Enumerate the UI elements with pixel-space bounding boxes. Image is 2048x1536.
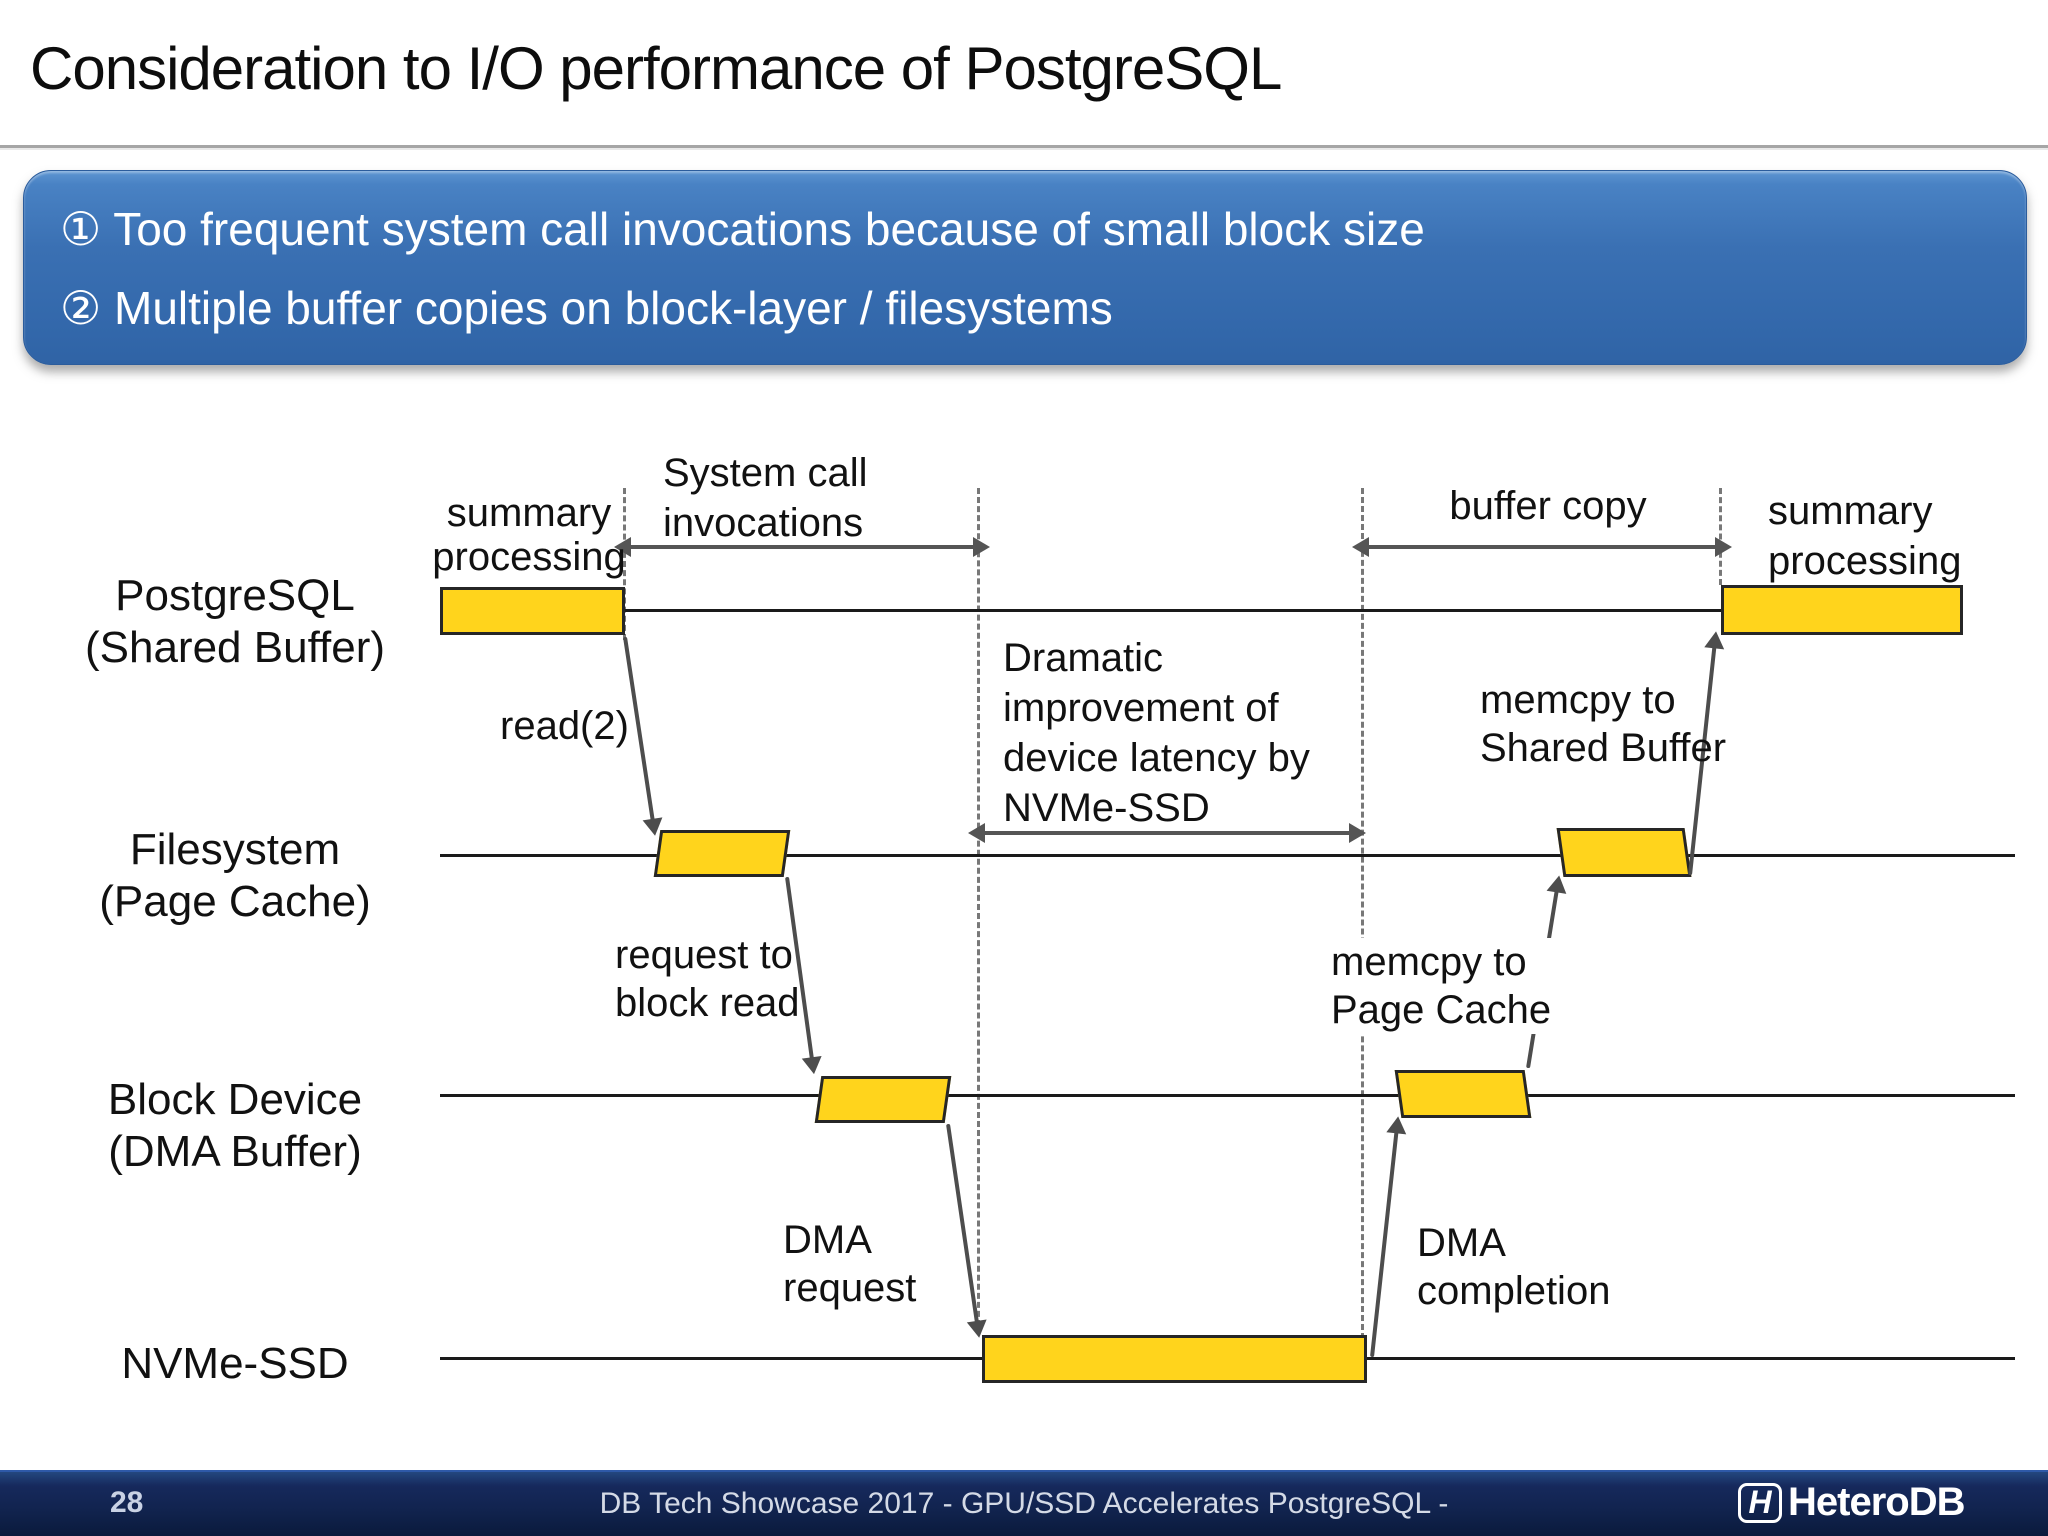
- annotation-line: NVMe-SSD: [1003, 786, 1210, 830]
- title-separator: [0, 145, 2048, 148]
- annotation-memcpy-shared-buffer: memcpy to Shared Buffer: [1480, 676, 1726, 772]
- page-number: 28: [110, 1486, 144, 1519]
- annotation-line: processing: [1768, 539, 1962, 583]
- annotation-line: summary: [446, 491, 612, 535]
- annotation-line: block read: [615, 981, 800, 1025]
- annotation-line: Dramatic: [1003, 636, 1164, 680]
- footer-bar: 28 DB Tech Showcase 2017 - GPU/SSD Accel…: [0, 1470, 2048, 1536]
- buffer-copy-span-arrow: [1367, 545, 1717, 549]
- page-title: Consideration to I/O performance of Post…: [30, 35, 1282, 102]
- annotation-dma-completion: DMA completion: [1417, 1219, 1610, 1315]
- system-call-span-arrow: [629, 545, 975, 549]
- timeline-filesystem: [440, 854, 2015, 857]
- annotation-line: DMA: [1417, 1221, 1506, 1265]
- footer-caption: DB Tech Showcase 2017 - GPU/SSD Accelera…: [599, 1487, 1449, 1520]
- lane-label-line: PostgreSQL: [115, 571, 355, 620]
- lane-label-line: NVMe-SSD: [121, 1339, 349, 1388]
- activity-dma-buffer-right: [1394, 1070, 1532, 1118]
- title-separator-shadow: [0, 148, 2048, 150]
- lane-label-nvme-ssd: NVMe-SSD: [30, 1338, 440, 1390]
- heterodb-logo-icon: H: [1738, 1482, 1782, 1523]
- annotation-buffer-copy: buffer copy: [1449, 484, 1647, 528]
- annotation-line: completion: [1417, 1269, 1611, 1313]
- timeline-block-device: [440, 1094, 2015, 1097]
- arrow-dma-completion-up: [1370, 1131, 1399, 1358]
- key-points-callout: ① Too frequent system call invocations b…: [23, 170, 2027, 365]
- device-latency-span-arrow: [983, 831, 1351, 835]
- activity-nvme-ssd: [982, 1335, 1367, 1383]
- annotation-read2: read(2): [500, 704, 629, 748]
- activity-summary-processing-right: [1721, 585, 1963, 635]
- annotation-line: improvement of: [1003, 686, 1279, 730]
- annotation-line: memcpy to: [1331, 940, 1527, 984]
- dashed-guide-3: [1361, 488, 1364, 1357]
- arrow-dma-request-down: [946, 1123, 979, 1324]
- annotation-line: memcpy to: [1480, 678, 1676, 722]
- lane-label-postgresql: PostgreSQL (Shared Buffer): [30, 570, 440, 674]
- activity-page-cache-left: [653, 830, 791, 877]
- lane-label-line: (DMA Buffer): [108, 1127, 362, 1176]
- annotation-line: DMA: [783, 1218, 872, 1262]
- annotation-line: device latency by: [1003, 736, 1310, 780]
- dashed-guide-2: [977, 488, 980, 1335]
- dashed-guide-1: [623, 488, 626, 640]
- annotation-line: Page Cache: [1331, 988, 1552, 1032]
- activity-dma-buffer-left: [814, 1076, 952, 1123]
- annotation-system-call-invocations: System call invocations: [663, 448, 868, 548]
- annotation-line: processing: [432, 535, 626, 579]
- key-point-2: ② Multiple buffer copies on block-layer …: [60, 282, 1113, 334]
- annotation-request-block-read: request to block read: [615, 931, 800, 1027]
- lane-label-filesystem: Filesystem (Page Cache): [30, 824, 440, 928]
- lane-label-line: Block Device: [107, 1075, 363, 1124]
- activity-page-cache-right: [1556, 828, 1692, 877]
- annotation-line: System call: [663, 451, 868, 495]
- annotation-dma-request: DMA request: [783, 1216, 916, 1312]
- activity-summary-processing-left: [440, 587, 625, 635]
- annotation-line: request: [783, 1266, 917, 1310]
- annotation-line: summary: [1768, 489, 1933, 533]
- timeline-postgresql: [625, 609, 1721, 612]
- lane-label-line: (Page Cache): [99, 877, 371, 926]
- annotation-summary-processing-right: summary processing: [1768, 486, 1961, 586]
- heterodb-logo: H HeteroDB: [1738, 1480, 1965, 1525]
- annotation-line: Shared Buffer: [1480, 726, 1727, 770]
- annotation-memcpy-page-cache: memcpy to Page Cache: [1328, 938, 1555, 1034]
- annotation-summary-processing-left: summary processing: [404, 491, 654, 579]
- lane-label-block-device: Block Device (DMA Buffer): [30, 1074, 440, 1178]
- lane-label-line: Filesystem: [129, 825, 341, 874]
- annotation-line: request to: [615, 933, 793, 977]
- annotation-dramatic-improvement: Dramatic improvement of device latency b…: [1003, 633, 1310, 833]
- lane-label-line: (Shared Buffer): [84, 623, 385, 672]
- heterodb-logo-text: HeteroDB: [1788, 1480, 1965, 1524]
- key-point-1: ① Too frequent system call invocations b…: [60, 203, 1425, 255]
- annotation-line: invocations: [663, 501, 864, 545]
